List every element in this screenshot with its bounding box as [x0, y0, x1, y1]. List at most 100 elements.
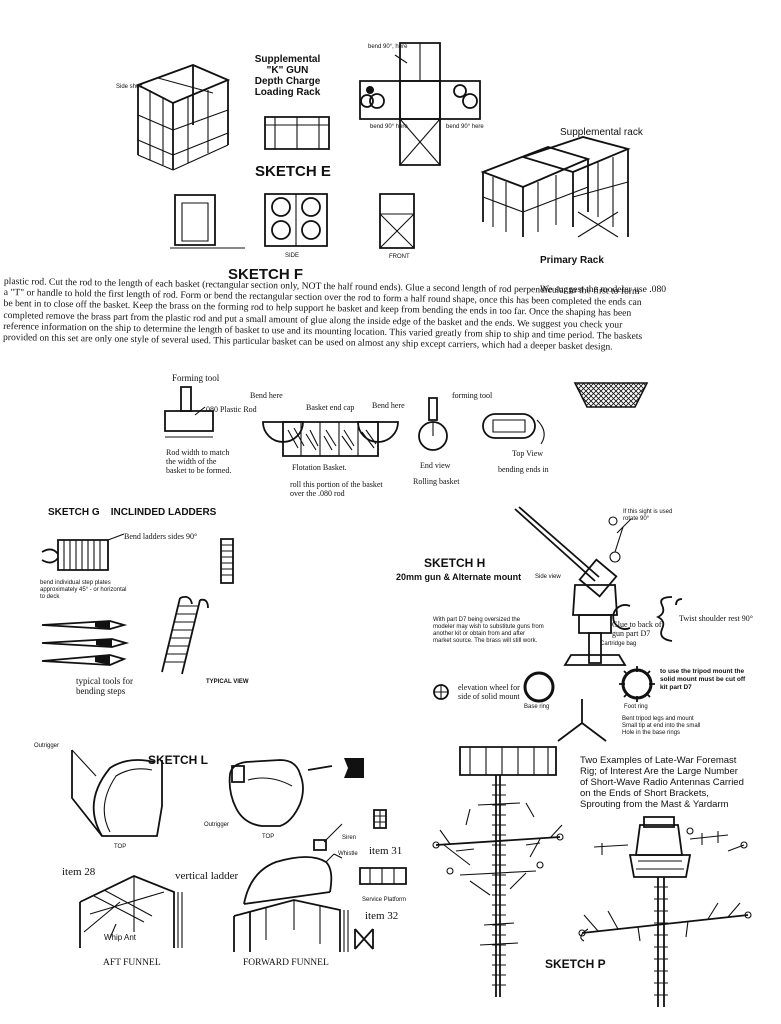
- aft-funnel-top-drawing: [62, 746, 172, 841]
- suggest-text: We suggest the modeler use .080: [540, 284, 667, 295]
- rack-title-line: "K" GUN: [266, 65, 309, 76]
- elevation-wheel-line: elevation wheel for: [458, 683, 520, 692]
- top-label: TOP: [262, 834, 275, 840]
- supplemental-rack-label: Supplemental rack: [560, 127, 643, 138]
- rack-side-view-drawing: [260, 192, 335, 254]
- oversized-note-line: With part D7 being oversized the: [433, 617, 521, 623]
- ladder-bend-drawing: [38, 528, 128, 588]
- forming-tool-label: Forming tool: [172, 373, 220, 383]
- shoulder-rest-drawing: [652, 595, 692, 645]
- sketch-h-title: SKETCH H: [424, 556, 486, 570]
- bend-ladders-label: Bend ladders sides 90°: [124, 532, 198, 541]
- finished-basket-drawing: [571, 381, 651, 411]
- top-label: TOP: [114, 844, 127, 850]
- instruction-paragraph: plastic rod. Cut the rod to the length o…: [3, 276, 694, 354]
- tripod-note-line: kit part D7: [660, 684, 692, 691]
- oversized-note-line: market source. The brass will still work…: [433, 638, 538, 644]
- item-31-drawing: [372, 808, 388, 830]
- sketch-p-note-line: Rig; of Interest Are the Large Number: [580, 766, 738, 777]
- rod-width-label: Rod width to match the width of the bask…: [166, 448, 231, 475]
- service-platform-drawing: [358, 866, 408, 886]
- kgun-rack-front-drawing: [263, 115, 333, 153]
- kgun-rack-title: Supplemental "K" GUN Depth Charge Loadin…: [240, 54, 335, 98]
- bend-steps-line: to deck: [40, 594, 60, 600]
- rack-title-line: Loading Rack: [254, 87, 321, 98]
- bend-steps-line: approximately 45° - or horizontal: [40, 587, 127, 593]
- outrigger-label: Outrigger: [204, 822, 230, 828]
- basket-end-cap-label: Basket end cap: [306, 403, 355, 412]
- sketch-p-note-line: of Short-Wave Radio Antennas Carried: [580, 777, 744, 788]
- sketch-p-note-line: Sprouting from the Mast & Yardarm: [580, 799, 729, 810]
- bend-here-label: Bend here: [372, 401, 405, 410]
- sketch-h-subtitle: 20mm gun & Alternate mount: [396, 572, 522, 582]
- tripod-legs-line: Bent tripod legs and mount: [622, 716, 694, 722]
- sketch-g-title: SKETCH G INCLINDED LADDERS: [48, 507, 217, 518]
- side-label: SIDE: [285, 253, 300, 259]
- glue-note-line: Glue to back of: [612, 620, 662, 629]
- rod-width-line: basket to be formed.: [166, 466, 232, 475]
- sketch-p-note-line: on the Ends of Short Brackets,: [580, 788, 709, 799]
- bend-here-left-label: bend 90° here: [370, 124, 408, 130]
- foot-ring-drawing: [617, 664, 657, 704]
- end-view-label: End view: [420, 461, 451, 470]
- roll-portion-line: over the .080 rod: [290, 489, 345, 498]
- primary-rack-label: Primary Rack: [540, 255, 604, 266]
- sight-note-line: rotate 90°: [623, 516, 650, 522]
- tools-label: typical tools for bending steps: [76, 676, 133, 696]
- flotation-basket-flat-drawing: [258, 412, 408, 460]
- service-platform-label: Service Platform: [362, 897, 407, 903]
- whistle-label: Whistle: [338, 851, 358, 857]
- rod-width-line: Rod width to match: [166, 448, 230, 457]
- ladder-side-drawing: [218, 537, 238, 585]
- base-ring-label: Base ring: [524, 704, 550, 710]
- supplemental-primary-rack-drawing: [478, 127, 638, 252]
- bend-here-top-label: bend 90°, here: [368, 44, 408, 50]
- kgun-rack-isometric-drawing: [118, 45, 238, 175]
- 20mm-gun-drawing: [505, 505, 655, 675]
- whip-ant-label: Whip Ant: [104, 933, 137, 942]
- elevation-wheel-line: side of solid mount: [458, 692, 520, 701]
- rack-end-view-drawing: [375, 192, 420, 252]
- rolling-basket-drawing: [415, 392, 565, 462]
- item-31-label: item 31: [369, 845, 403, 857]
- tripod-legs-note: Bent tripod legs and mount Small tip at …: [622, 716, 700, 737]
- outrigger-label: Outrigger: [34, 743, 60, 749]
- bend-here-right-label: bend 90° here: [446, 124, 484, 130]
- tripod-note: to use the tripod mount the solid mount …: [660, 668, 745, 692]
- base-ring-drawing: [522, 670, 556, 704]
- glue-note: Glue to back of gun part D7: [612, 620, 662, 638]
- vertical-ladder-label: vertical ladder: [175, 870, 239, 882]
- tripod-legs-line: Small tip at end into the small: [622, 723, 701, 729]
- roll-portion-line: roll this portion of the basket: [290, 480, 383, 489]
- elevation-wheel-label: elevation wheel for side of solid mount: [458, 683, 520, 701]
- glue-note-line: gun part D7: [612, 629, 651, 638]
- siren-whistle-drawing: [312, 818, 372, 853]
- tools-line: bending steps: [76, 686, 126, 696]
- tools-line: typical tools for: [76, 676, 133, 686]
- foremast-rig-drawing-right: [578, 815, 758, 1010]
- sketch-p-note: Two Examples of Late-War Foremast Rig; o…: [580, 755, 744, 810]
- top-view-label: Top View: [512, 449, 544, 458]
- tripod-note-line: solid mount must be cut off: [660, 676, 746, 683]
- bend-steps-label: bend individual step plates approximatel…: [40, 580, 126, 601]
- sketch-f-title: SKETCH F: [228, 266, 303, 283]
- rolling-basket-label: Rolling basket: [413, 477, 460, 486]
- rod-width-line: the width of the: [166, 457, 217, 466]
- bending-ends-label: bending ends in: [498, 465, 549, 474]
- siren-label: Siren: [342, 835, 357, 841]
- oversized-note: With part D7 being oversized the modeler…: [433, 617, 544, 645]
- forward-funnel-top-drawing: [222, 758, 364, 832]
- front-label: FRONT: [389, 254, 410, 260]
- foremast-rig-drawing-left: [430, 745, 570, 1000]
- forming-tool-label: forming tool: [452, 391, 493, 400]
- bend-steps-line: bend individual step plates: [40, 580, 111, 586]
- elevation-wheel-icon: [433, 684, 449, 700]
- item-32-drawing: [353, 927, 375, 951]
- rack-title-line: Depth Charge: [254, 76, 321, 87]
- item-32-label: item 32: [365, 910, 399, 922]
- inclined-ladder-drawing: [160, 596, 210, 676]
- aft-funnel-label: AFT FUNNEL: [103, 958, 161, 968]
- bend-here-label: Bend here: [250, 391, 283, 400]
- roll-portion-label: roll this portion of the basket over the…: [290, 480, 383, 498]
- sketch-e-title: SKETCH E: [255, 163, 331, 180]
